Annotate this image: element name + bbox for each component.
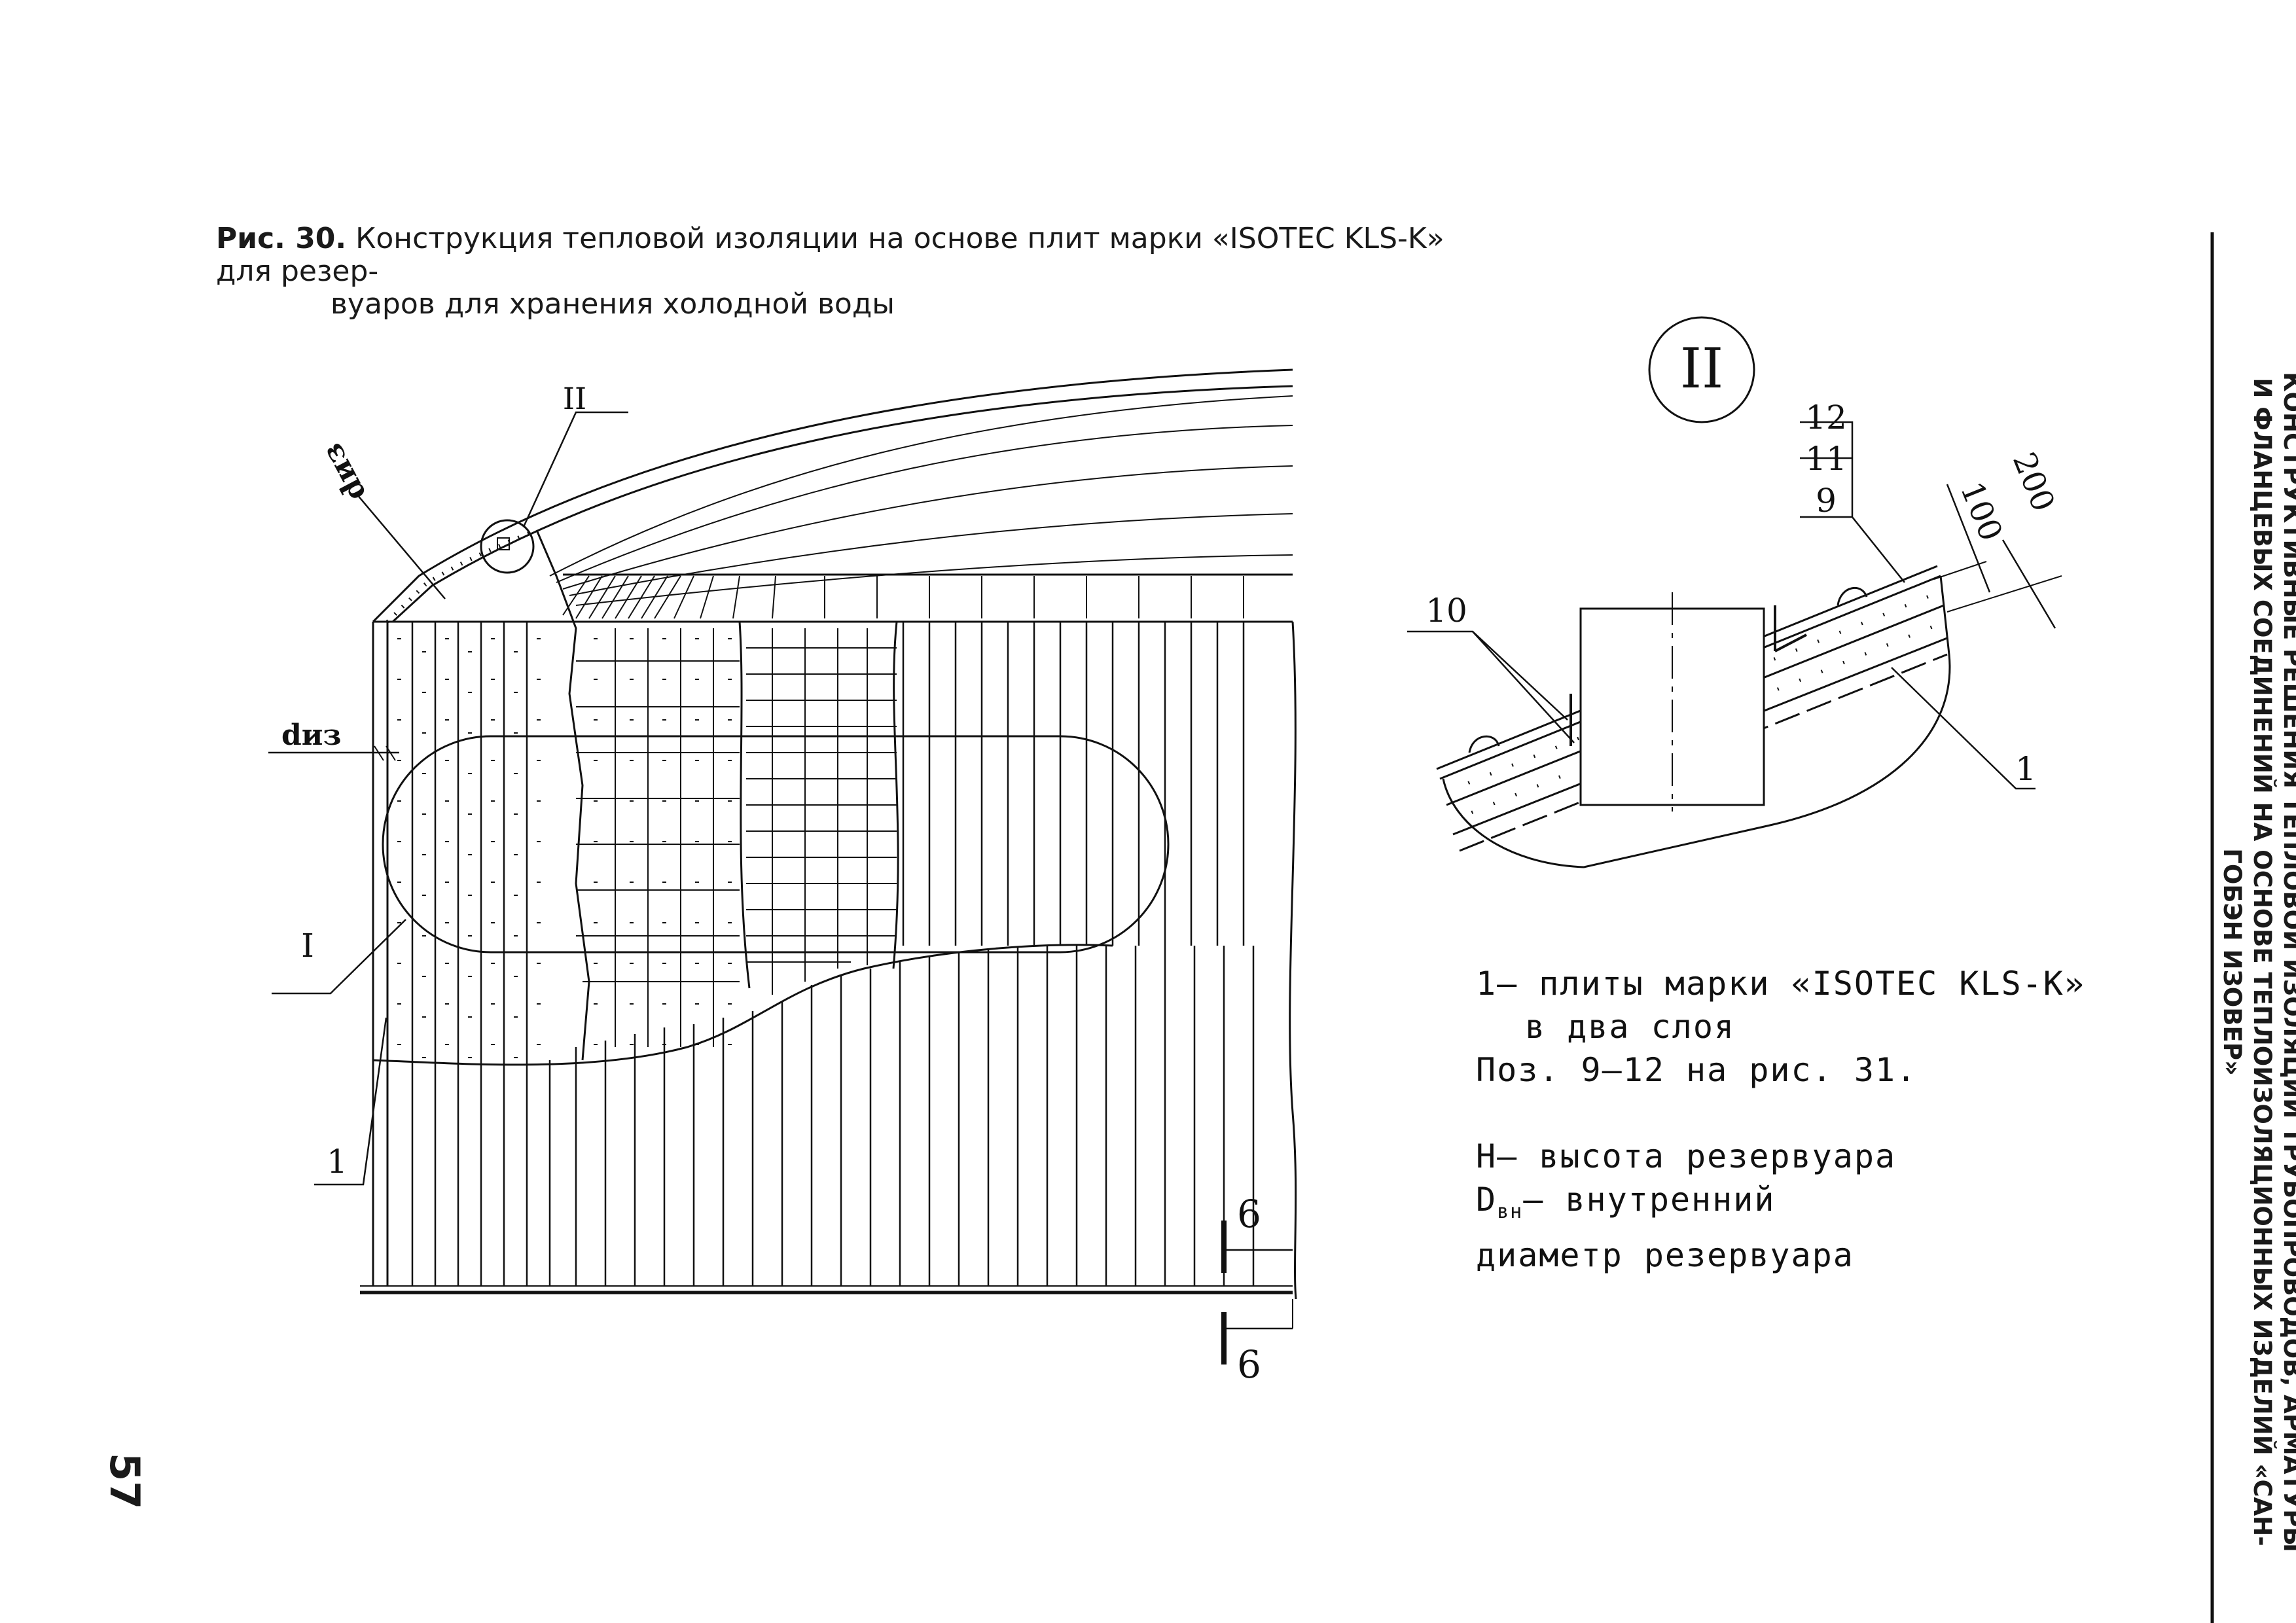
dim-100-line (1946, 484, 1991, 593)
pos1-detail-label: 1 (2015, 750, 2036, 788)
cut-boundary-right (892, 621, 899, 969)
figure-caption: Рис. 30. Конструкция тепловой изоляции н… (216, 223, 1460, 321)
legend-d-text: – внутренний (1523, 1181, 1776, 1219)
roof-cut-hatching (562, 575, 1244, 619)
roof-arc-6 (569, 513, 1293, 596)
cut-boundary-lower (372, 944, 1113, 1066)
zone-i-label: I (301, 927, 314, 965)
zone-i-leader (272, 919, 406, 995)
dim-200-label: 200 (2005, 448, 2062, 517)
roof-arc-7 (575, 554, 1293, 606)
legend-ref-line: Поз. 9–12 на рис. 31. (1476, 1051, 1918, 1089)
main-tank-view (268, 368, 1297, 1364)
legend-d-line2: диаметр резервуара (1476, 1236, 1854, 1274)
figure-title-line1: Конструкция тепловой изоляции на основе … (216, 222, 1444, 288)
detail-outline (1442, 575, 1951, 868)
legend-d-subscript: вн (1497, 1200, 1524, 1223)
cut-boundary-mid (738, 621, 751, 989)
legend-item1-line2: в два слоя (1525, 1008, 1736, 1046)
dim-200-line (2001, 539, 2056, 629)
detail-title-circle (1648, 316, 1755, 423)
pos1-detail-leader (1891, 667, 2036, 790)
insulation-grid-layer (576, 628, 740, 1047)
legend-h-line: H– высота резервуара (1476, 1137, 1897, 1175)
legend-d-symbol: D (1476, 1181, 1498, 1219)
legend-item1-line1: 1– плиты марки «ISOTEC KLS-K» (1476, 965, 2085, 1003)
section-label-bottom: 6 (1237, 1342, 1261, 1387)
detail-ii-marker (480, 519, 535, 574)
pos9-label: 9 (1816, 482, 1837, 520)
wall-right-edge (1289, 621, 1297, 1300)
zone-i-outline (382, 735, 1170, 954)
pos10-leader (1407, 630, 1568, 721)
legend-d-line: Dвн– внутренний (1476, 1178, 2085, 1234)
pos1-label-main: 1 (327, 1143, 348, 1181)
roof-insulation-band (386, 528, 538, 624)
roof-outer-arc (372, 368, 1293, 623)
pos12-11-9-leader (1800, 421, 1905, 583)
detail-bolt-left (1468, 735, 1500, 753)
roof-thickness-leader (356, 493, 446, 599)
roof-arc-3 (549, 395, 1293, 577)
dim-100-label: 100 (1953, 477, 2009, 546)
pos11-label: 11 (1805, 440, 1847, 478)
insulation-mesh-layer (746, 628, 897, 995)
roof-arc-4 (556, 425, 1293, 583)
pos1-leader (314, 1017, 387, 1186)
roof-thickness-label: dиз (315, 438, 373, 507)
section-label-top: 6 (1237, 1192, 1261, 1236)
detail-ref-label: II (563, 381, 586, 416)
figure-number: Рис. 30. (216, 222, 347, 255)
detail-bolt-right (1837, 586, 1868, 606)
detail-ii-leader (522, 411, 628, 527)
legend: 1– плиты марки «ISOTEC KLS-K» в два слоя… (1476, 962, 2085, 1277)
cut-section-edge (535, 529, 590, 1061)
wall-plate-lines (411, 622, 1255, 1286)
figure-title-line2: вуаров для хранения холодной воды (331, 287, 895, 321)
detail-title: II (1680, 336, 1723, 401)
roof-arc-2 (391, 385, 1293, 623)
detail-ii-view (1407, 316, 2062, 868)
pos12-label: 12 (1805, 399, 1847, 437)
roof-arc-5 (562, 465, 1293, 590)
wall-thickness-label: dиз (281, 719, 341, 752)
pos10-label: 10 (1426, 592, 1467, 630)
